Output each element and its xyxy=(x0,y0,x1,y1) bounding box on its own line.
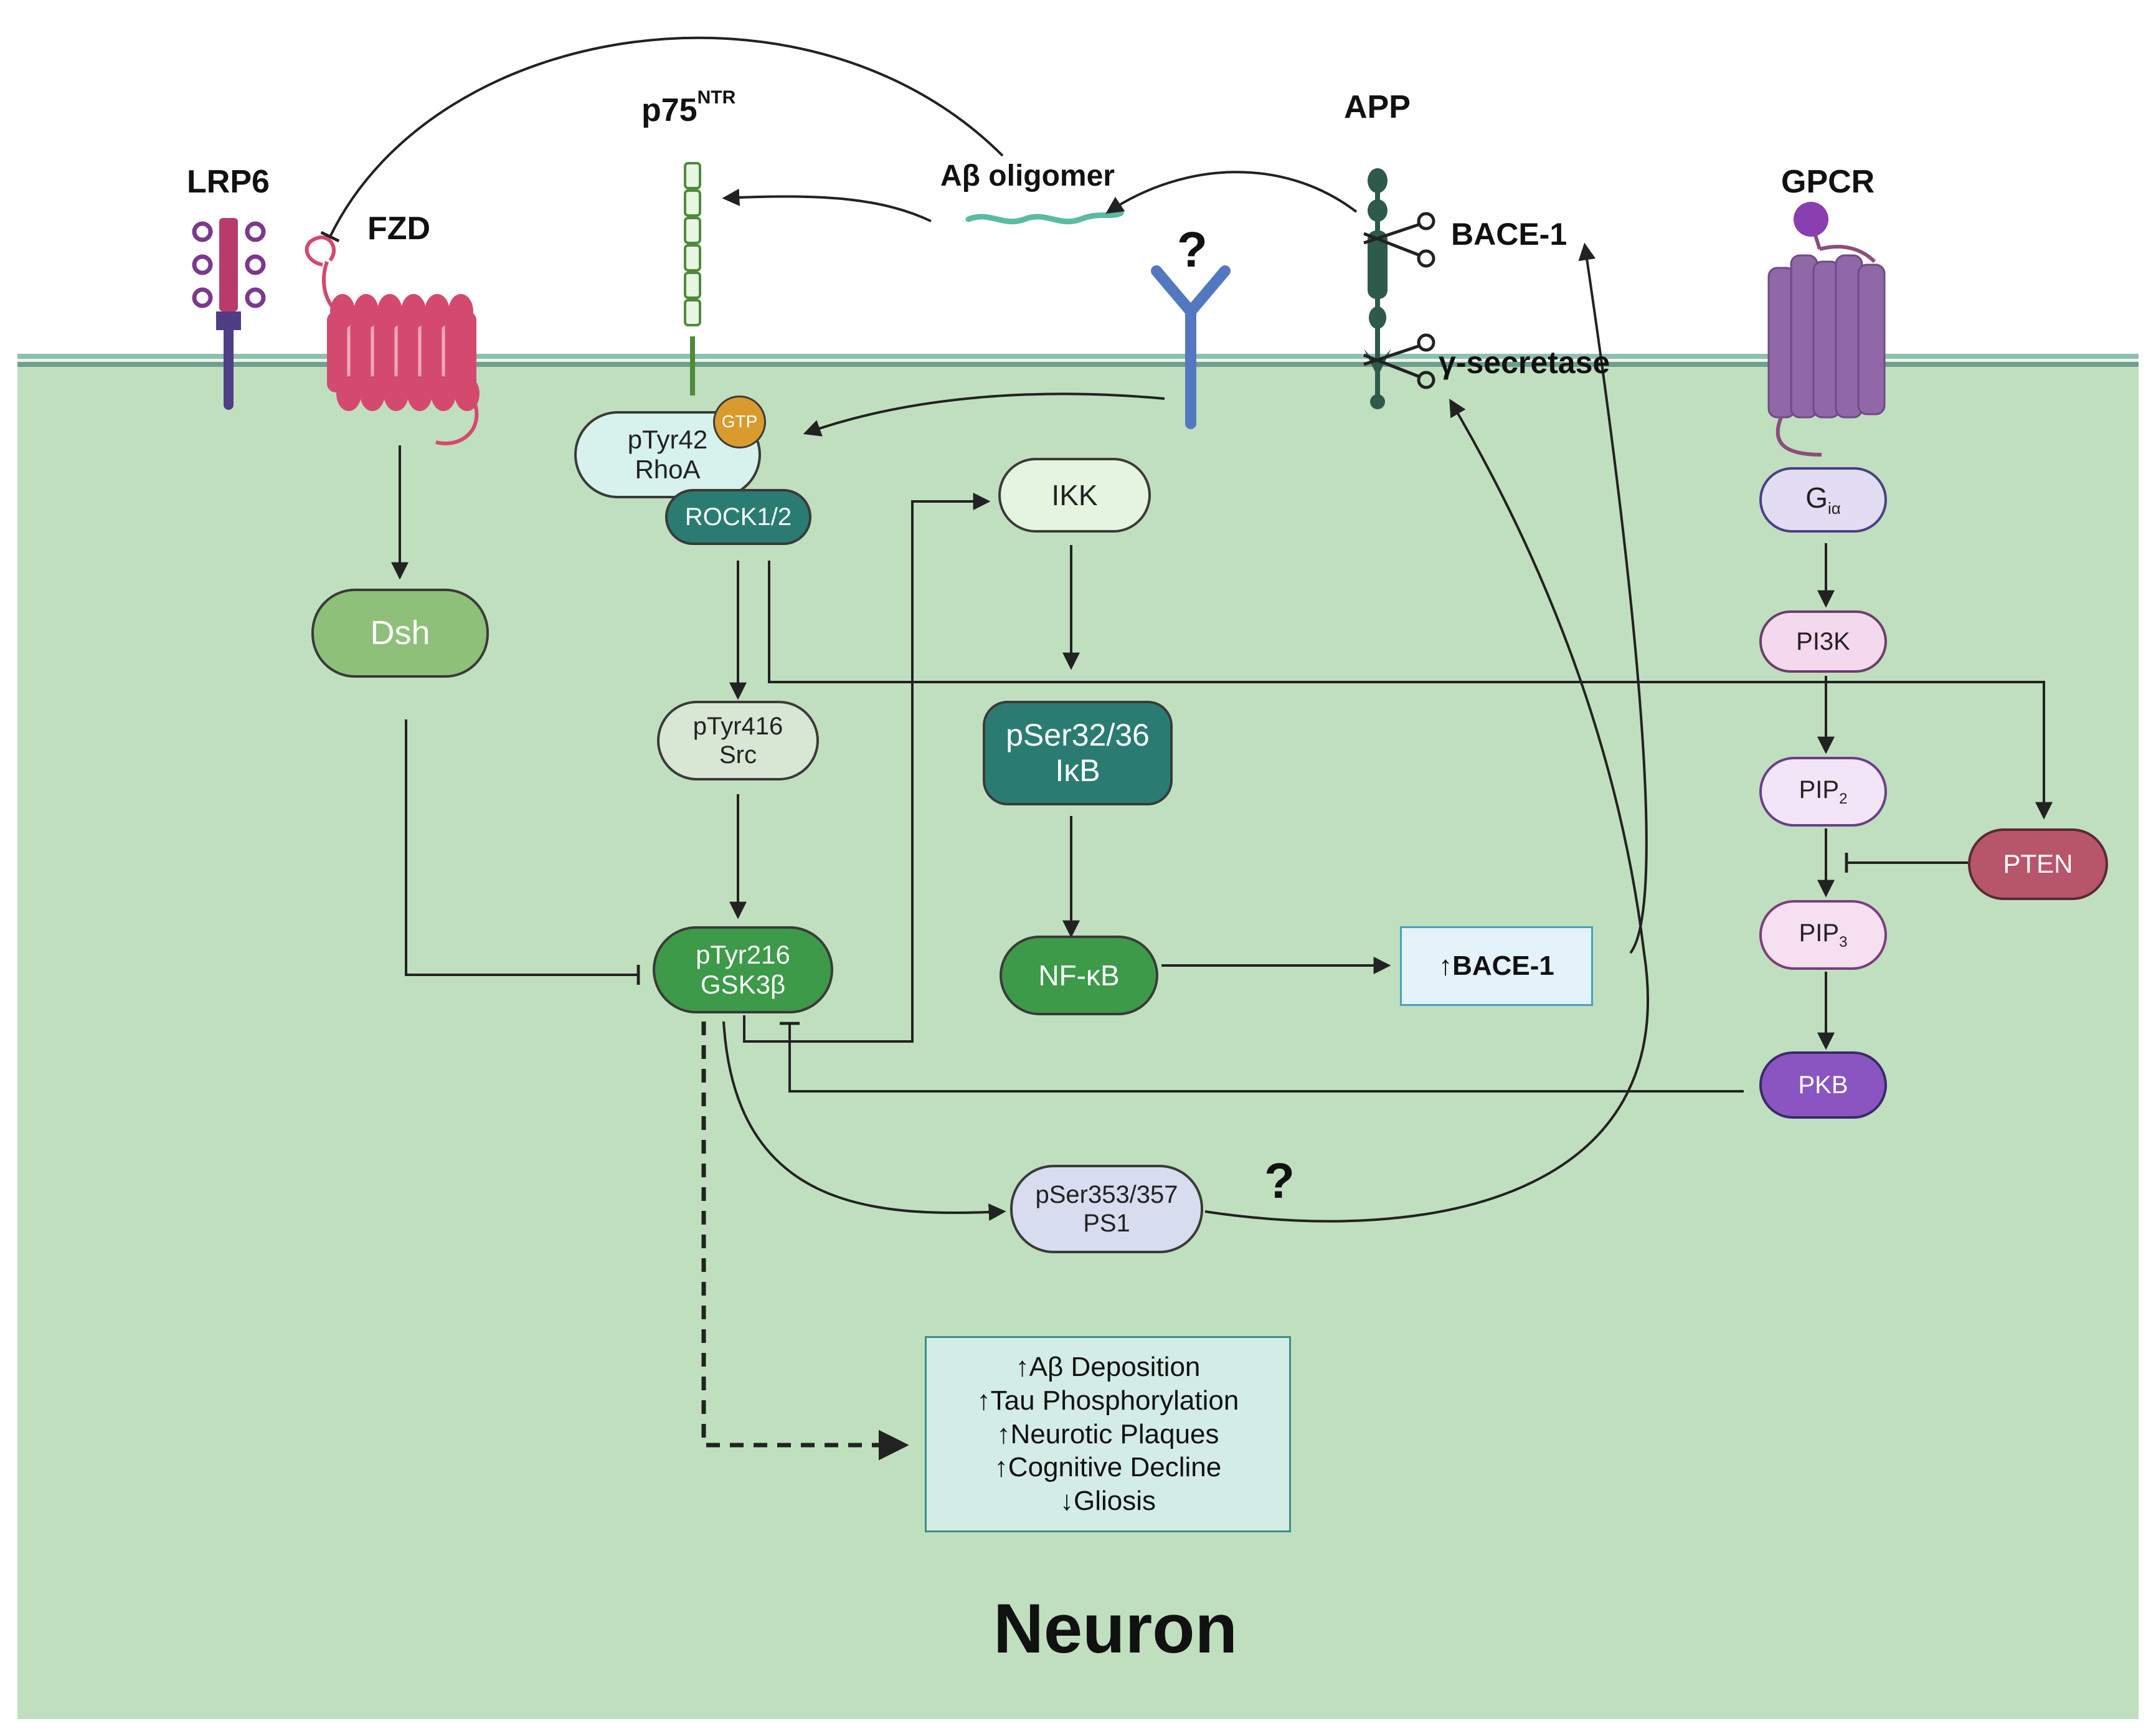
node-pkb[interactable]: PKB xyxy=(1759,1051,1887,1119)
node-pkb-label: PKB xyxy=(1798,1071,1848,1099)
node-rhoa-line1: pTyr42 xyxy=(627,424,708,454)
lrp6-label: LRP6 xyxy=(187,164,270,200)
node-pip2[interactable]: PIP2 xyxy=(1759,757,1887,827)
edge-receptor-to-rhoa xyxy=(803,392,1165,437)
node-gia[interactable]: Giα xyxy=(1759,467,1887,533)
bace1-upregulation-label: ↑BACE-1 xyxy=(1439,951,1554,981)
node-gsk3b-line2: GSK3β xyxy=(700,970,786,999)
edge-oligomer-to-p75 xyxy=(722,188,932,222)
bace1-scissors-icon xyxy=(1363,212,1435,268)
bace1-upregulation-box[interactable]: ↑BACE-1 xyxy=(1400,926,1593,1006)
node-gia-sub: iα xyxy=(1827,499,1841,518)
abeta-oligomer-label: Aβ oligomer xyxy=(940,159,1115,192)
outcome-tau-phosphorylation: ↑Tau Phosphorylation xyxy=(976,1385,1239,1416)
bace1-label: BACE-1 xyxy=(1451,217,1567,252)
node-pi3k-label: PI3K xyxy=(1796,628,1850,655)
node-pip2-sub: 2 xyxy=(1839,790,1848,808)
p75-label-main: p75 xyxy=(641,92,697,128)
edge-gsk3b-to-ps1 xyxy=(722,1021,1006,1221)
node-ikb[interactable]: pSer32/36 IκB xyxy=(983,701,1173,805)
node-gsk3b-line1: pTyr216 xyxy=(696,939,790,969)
question-mark-receptor: ? xyxy=(1177,222,1208,277)
node-gia-label: Giα xyxy=(1805,481,1841,518)
node-gtp[interactable]: GTP xyxy=(713,396,766,448)
node-gsk3b[interactable]: pTyr216 GSK3β xyxy=(653,926,833,1013)
p75-receptor-icon xyxy=(684,162,701,396)
edge-app-to-oligomer xyxy=(1105,171,1358,214)
frizzled-receptor-icon xyxy=(305,235,480,445)
node-nfkb[interactable]: NF-κB xyxy=(1000,936,1158,1015)
edge-dsh-inhibits-gsk3b xyxy=(405,719,640,985)
edge-pkb-inhibits-gsk3b xyxy=(780,1022,1744,1093)
outcome-cognitive-decline: ↑Cognitive Decline xyxy=(994,1452,1222,1483)
gpcr-label: GPCR xyxy=(1781,164,1875,200)
node-pip2-main: PIP xyxy=(1799,776,1840,804)
outcome-neurotic-plaques: ↑Neurotic Plaques xyxy=(996,1418,1219,1449)
neuron-label: Neuron xyxy=(993,1590,1237,1667)
node-src-line2: Src xyxy=(719,741,757,769)
node-pten[interactable]: PTEN xyxy=(1968,828,2108,900)
unknown-receptor-icon xyxy=(1151,265,1231,429)
node-gtp-label: GTP xyxy=(721,412,758,432)
node-src[interactable]: pTyr416 Src xyxy=(657,701,819,780)
edge-rock-to-pten xyxy=(768,561,2053,820)
gamma-secretase-scissors-icon xyxy=(1363,333,1435,389)
node-rock[interactable]: ROCK1/2 xyxy=(665,489,811,545)
node-ikb-line1: pSer32/36 xyxy=(1006,717,1150,752)
app-label: APP xyxy=(1344,89,1411,125)
node-rock-label: ROCK1/2 xyxy=(684,503,792,531)
node-pi3k[interactable]: PI3K xyxy=(1759,610,1887,673)
question-mark-ps1: ? xyxy=(1264,1153,1295,1208)
node-rhoa-line2: RhoA xyxy=(635,455,701,484)
node-ps1-line2: PS1 xyxy=(1083,1210,1130,1237)
node-pten-label: PTEN xyxy=(2003,849,2073,879)
cell-membrane xyxy=(17,354,2139,367)
p75-label: p75NTR xyxy=(641,87,735,129)
node-nfkb-label: NF-κB xyxy=(1038,959,1120,992)
node-src-line1: pTyr416 xyxy=(693,713,783,740)
node-pip2-label: PIP2 xyxy=(1799,775,1848,808)
abeta-oligomer-icon xyxy=(965,210,1124,225)
edge-gsk3b-to-ikk xyxy=(743,493,991,1043)
node-ikk[interactable]: IKK xyxy=(998,458,1151,533)
node-pip3-label: PIP3 xyxy=(1799,919,1848,951)
node-ikb-line2: IκB xyxy=(1055,753,1100,788)
edge-gsk3b-to-outcomes xyxy=(701,1022,909,1461)
gpcr-receptor-icon xyxy=(1767,202,1886,457)
app-protein-icon xyxy=(1364,168,1391,409)
p75-label-superscript: NTR xyxy=(697,87,736,108)
outcome-gliosis: ↓Gliosis xyxy=(1059,1486,1156,1516)
fzd-label: FZD xyxy=(367,211,431,247)
gamma-secretase-label: γ-secretase xyxy=(1439,345,1610,380)
node-ps1[interactable]: pSer353/357 PS1 xyxy=(1010,1165,1203,1253)
node-ikk-label: IKK xyxy=(1051,478,1098,511)
node-pip3[interactable]: PIP3 xyxy=(1759,900,1887,970)
node-pip3-sub: 3 xyxy=(1839,934,1848,951)
node-rhoa[interactable]: pTyr42 RhoA xyxy=(574,411,761,498)
node-ps1-line1: pSer353/357 xyxy=(1035,1181,1178,1208)
node-dsh[interactable]: Dsh xyxy=(311,589,489,678)
outcomes-box: ↑Aβ Deposition ↑Tau Phosphorylation ↑Neu… xyxy=(925,1336,1291,1532)
node-dsh-label: Dsh xyxy=(370,614,430,652)
outcome-abeta-deposition: ↑Aβ Deposition xyxy=(1015,1352,1201,1383)
edge-bace1-box-to-bace1 xyxy=(1578,242,1648,954)
edge-ps1-to-gamma-secretase xyxy=(1204,399,1649,1223)
edge-oligomer-inhibits-fzd xyxy=(320,36,1004,243)
node-pip3-main: PIP xyxy=(1799,919,1840,947)
node-gia-main: G xyxy=(1805,481,1828,514)
lrp6-receptor-icon xyxy=(192,218,266,410)
